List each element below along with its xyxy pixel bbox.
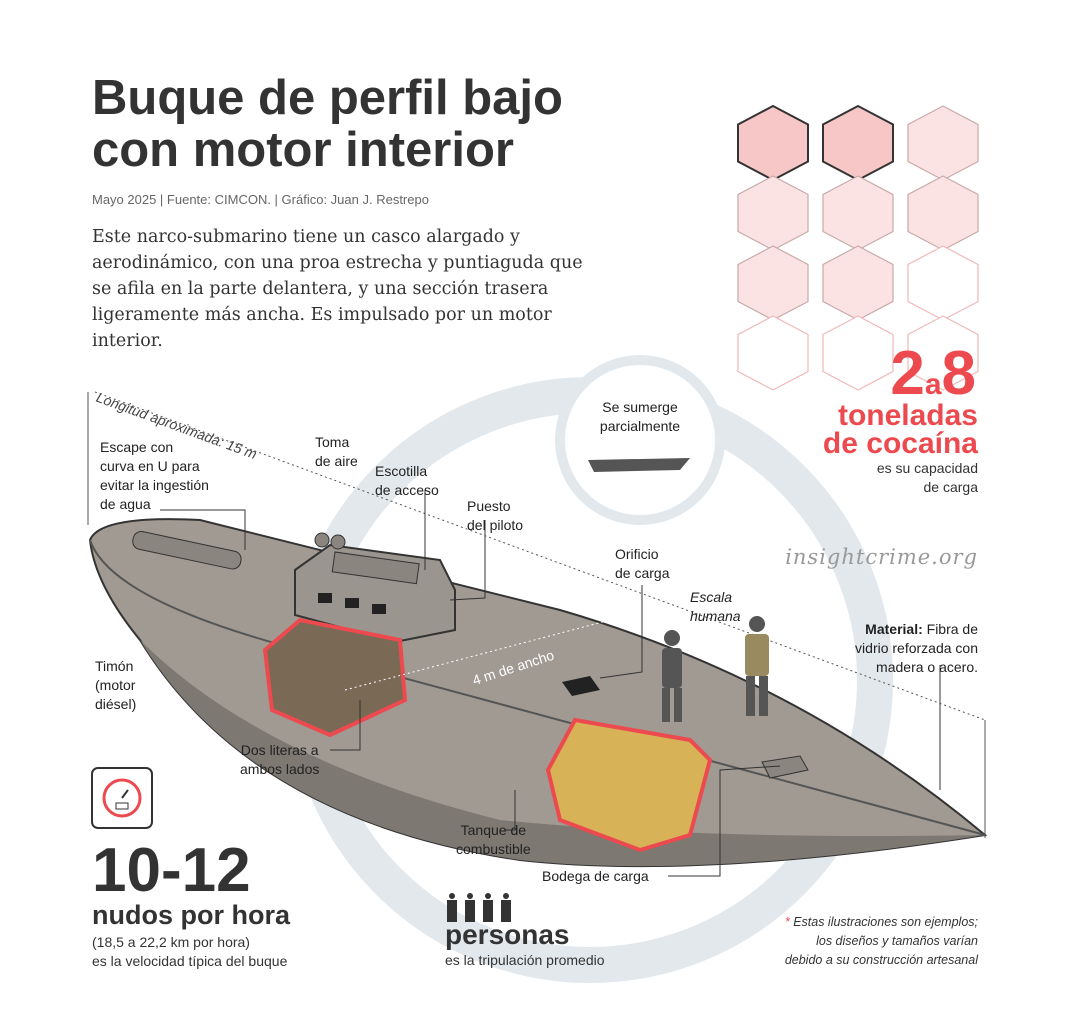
mini-sub-icon bbox=[588, 458, 690, 472]
cargo-block-empty bbox=[737, 315, 809, 391]
brand-watermark: insightcrime.org bbox=[785, 545, 978, 569]
cargo-block-empty bbox=[822, 315, 894, 391]
cargo-hole bbox=[562, 676, 600, 696]
cargo-block-filled bbox=[907, 175, 979, 251]
fuel-tank-cutaway bbox=[545, 717, 713, 853]
cargo-block-empty bbox=[907, 315, 979, 391]
cargo-block-filled bbox=[822, 175, 894, 251]
cargo-block-filled bbox=[737, 175, 809, 251]
crew-unit: personas bbox=[445, 919, 570, 950]
person-icon bbox=[447, 893, 511, 922]
access-hatch bbox=[331, 551, 420, 585]
cargo-block-filled bbox=[737, 245, 809, 321]
footnote: * Estas ilustraciones son ejemplos;los d… bbox=[784, 915, 978, 967]
speed-desc: (18,5 a 22,2 km por hora)es la velocidad… bbox=[92, 934, 288, 969]
cargo-blocks bbox=[737, 104, 979, 391]
speed-unit: nudos por hora bbox=[92, 900, 290, 930]
speed-value: 10-12 bbox=[92, 836, 251, 905]
cargo-block-filled bbox=[822, 245, 894, 321]
bunks-cutaway bbox=[262, 617, 408, 738]
intro-text: Este narco-submarino tiene un casco alar… bbox=[92, 227, 583, 351]
cargo-hold-label: Bodega de carga bbox=[542, 868, 649, 884]
cargo-block-empty bbox=[907, 245, 979, 321]
length-line bbox=[94, 391, 986, 721]
cargo-block-filled bbox=[822, 104, 894, 182]
cargo-block-filled bbox=[737, 104, 809, 182]
crew-desc: es la tripulación promedio bbox=[445, 952, 605, 968]
submerge-circle bbox=[555, 355, 725, 525]
human-scale-figures bbox=[662, 616, 769, 722]
byline: Mayo 2025 | Fuente: CIMCON. | Gráfico: J… bbox=[92, 192, 429, 207]
cargo-block-filled bbox=[907, 105, 979, 181]
capacity-value: 2a8 bbox=[890, 339, 976, 408]
